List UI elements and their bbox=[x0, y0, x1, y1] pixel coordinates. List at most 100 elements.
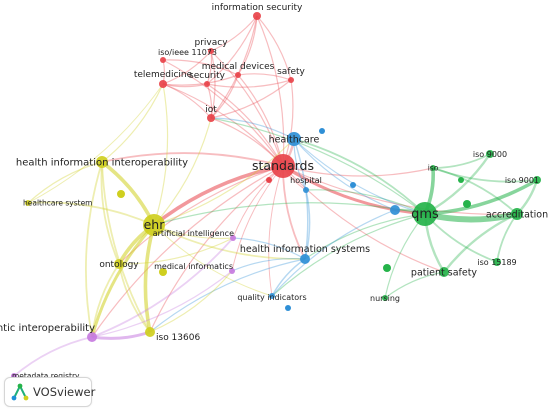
node-iso-9000[interactable] bbox=[486, 150, 494, 158]
link-ehr-iot bbox=[153, 117, 212, 226]
label-healthcare: healthcare bbox=[269, 134, 320, 145]
link-standards-security bbox=[206, 83, 284, 167]
node-health-information-systems[interactable] bbox=[300, 254, 310, 264]
link-standards-quality_indicators bbox=[268, 165, 284, 297]
link-health_information_systems-artificial_intelligence bbox=[232, 237, 306, 260]
node-ehr[interactable] bbox=[143, 214, 165, 236]
node-semantic-interoperability[interactable] bbox=[87, 332, 97, 342]
node-privacy[interactable] bbox=[208, 48, 214, 54]
link-standards-telemedicine bbox=[162, 83, 284, 167]
label-hospital: hospital bbox=[290, 176, 322, 185]
link-telemedicine-privacy bbox=[162, 50, 212, 85]
link-ehr-telemedicine bbox=[153, 83, 169, 226]
node-iso-ieee-11073[interactable] bbox=[160, 57, 166, 63]
link-health_information_systems-hospital bbox=[304, 189, 311, 260]
link-semantic_interoperability-medical_informatics bbox=[91, 270, 233, 338]
node-medical-devices[interactable] bbox=[235, 72, 241, 78]
node-iso[interactable] bbox=[430, 165, 436, 171]
minor-node-6[interactable] bbox=[458, 177, 464, 183]
link-standards-iso_ieee_11073 bbox=[162, 59, 284, 167]
label-security: security bbox=[189, 71, 226, 81]
node-iso-13606[interactable] bbox=[145, 327, 155, 337]
node-patient-safety[interactable] bbox=[439, 267, 449, 277]
node-layer bbox=[11, 12, 541, 379]
node-iso-15189[interactable] bbox=[493, 258, 501, 266]
link-standards-iso_13606 bbox=[149, 165, 284, 333]
link-health_information_interoperability-iso_13606 bbox=[101, 161, 151, 333]
link-standards-patient_safety bbox=[282, 165, 445, 273]
label-standards: standards bbox=[252, 158, 314, 173]
link-ehr-healthcare_system bbox=[27, 201, 155, 226]
label-iso-13606: iso 13606 bbox=[156, 333, 200, 343]
link-qms-quality_indicators bbox=[271, 213, 426, 297]
link-medical_devices-information_security bbox=[237, 15, 258, 76]
minor-node-0[interactable] bbox=[319, 128, 325, 134]
link-standards-medical_informatics bbox=[231, 165, 284, 272]
vosviewer-badge: VOSviewer bbox=[4, 377, 95, 407]
link-standards-information_security bbox=[256, 15, 285, 167]
minor-node-8[interactable] bbox=[159, 268, 167, 276]
link-ehr-quality_indicators bbox=[153, 224, 273, 297]
node-ontology[interactable] bbox=[114, 259, 124, 269]
node-nursing[interactable] bbox=[382, 295, 388, 301]
link-ehr-healthcare bbox=[153, 138, 295, 226]
node-iso-9001[interactable] bbox=[533, 176, 541, 184]
minor-node-4[interactable] bbox=[383, 264, 391, 272]
node-iot[interactable] bbox=[207, 114, 215, 122]
node-healthcare[interactable] bbox=[287, 132, 301, 146]
node-qms[interactable] bbox=[413, 202, 437, 226]
minor-node-2[interactable] bbox=[285, 305, 291, 311]
link-standards-accreditation bbox=[282, 165, 518, 215]
node-artificial-intelligence[interactable] bbox=[230, 235, 236, 241]
link-ehr-health_information_systems bbox=[153, 224, 306, 260]
label-accreditation: accreditation bbox=[486, 209, 548, 220]
link-ontology-iso_13606 bbox=[118, 263, 151, 333]
link-standards-iso bbox=[282, 165, 434, 177]
link-standards-privacy bbox=[210, 50, 284, 167]
label-quality-indicators: quality indicators bbox=[237, 293, 306, 302]
label-iso-ieee-11073: iso/ieee 11073 bbox=[158, 48, 217, 57]
node-information-security[interactable] bbox=[253, 12, 261, 20]
node-accreditation[interactable] bbox=[511, 208, 523, 220]
link-healthcare_system-telemedicine bbox=[27, 83, 164, 204]
node-security[interactable] bbox=[204, 81, 210, 87]
link-iot-safety bbox=[210, 79, 292, 119]
minor-node-1[interactable] bbox=[350, 182, 356, 188]
minor-node-5[interactable] bbox=[463, 200, 471, 208]
label-privacy: privacy bbox=[194, 38, 228, 48]
node-hie[interactable] bbox=[390, 205, 400, 215]
link-qms-iso_9001 bbox=[424, 178, 538, 216]
link-qms-health_information_systems bbox=[304, 213, 426, 260]
link-semantic_interoperability-artificial_intelligence bbox=[91, 237, 234, 338]
link-standards-ehr bbox=[152, 164, 284, 227]
node-quality-indicators[interactable] bbox=[269, 293, 275, 299]
minor-node-7[interactable] bbox=[117, 190, 125, 198]
link-safety-information_security bbox=[256, 15, 292, 81]
node-standards[interactable] bbox=[271, 154, 295, 178]
node-healthcare-system[interactable] bbox=[25, 200, 31, 206]
node-telemedicine[interactable] bbox=[159, 80, 167, 88]
link-qms-iot bbox=[210, 117, 426, 215]
node-safety[interactable] bbox=[288, 77, 294, 83]
link-ontology-semantic_interoperability bbox=[91, 263, 120, 338]
node-medical-informatics[interactable] bbox=[229, 268, 235, 274]
node-health-information-interoperability[interactable] bbox=[96, 156, 108, 168]
minor-node-3[interactable] bbox=[266, 177, 272, 183]
node-hospital[interactable] bbox=[303, 187, 309, 193]
link-ontology-artificial_intelligence bbox=[118, 237, 234, 265]
label-healthcare-system: healthcare system bbox=[23, 199, 93, 208]
link-health_information_systems-healthcare bbox=[293, 138, 309, 260]
link-qms-ehr bbox=[153, 202, 426, 226]
label-medical-devices: medical devices bbox=[202, 62, 275, 72]
label-health-information-interoperability: health information interoperability bbox=[16, 158, 188, 169]
link-telemedicine-medical_devices bbox=[162, 74, 239, 86]
label-safety: safety bbox=[277, 67, 305, 77]
link-iso_13606-medical_informatics bbox=[149, 270, 233, 333]
label-iso-15189: iso 15189 bbox=[477, 258, 516, 267]
label-ehr: ehr bbox=[144, 217, 166, 232]
link-iot-privacy bbox=[210, 50, 216, 119]
link-qms-hospital bbox=[305, 189, 426, 215]
label-semantic-interoperability: semantic interoperability bbox=[0, 323, 95, 334]
